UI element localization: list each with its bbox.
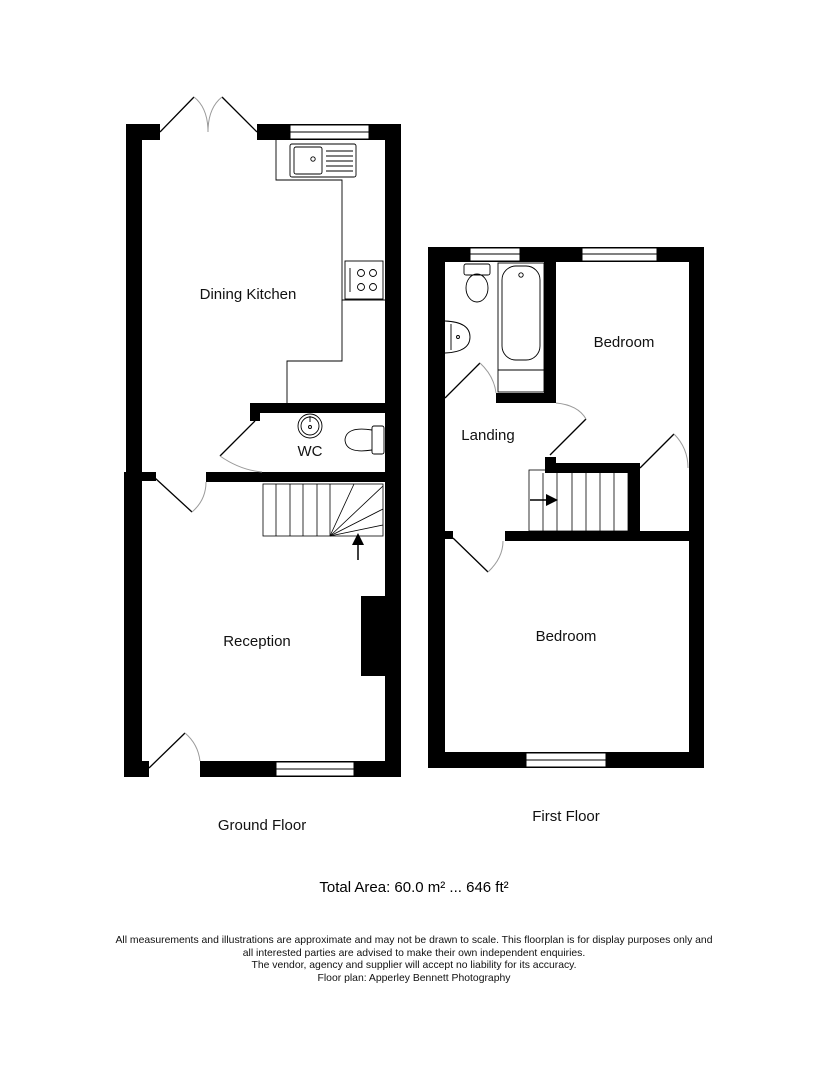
ground-floor-plan (124, 96, 401, 777)
hob-icon (344, 260, 384, 300)
room-label-bedroom-1: Bedroom (593, 334, 655, 351)
reception-door-icon (154, 477, 207, 513)
ground-floor-stairs (262, 483, 384, 537)
toilet-icon (463, 263, 491, 303)
floor-label-ground: Ground Floor (217, 817, 307, 834)
cupboard-door-icon (639, 433, 689, 469)
disclaimer-line-2: all interested parties are advised to ma… (242, 947, 586, 959)
stairs-down-arrow-icon (530, 494, 558, 506)
kitchen-sink-icon (289, 143, 357, 178)
total-area: Total Area: 60.0 m² ... 646 ft² (319, 879, 509, 896)
first-floor-plan (428, 247, 704, 768)
stairs-up-arrow-icon (352, 533, 364, 560)
room-label-bedroom-2: Bedroom (535, 628, 597, 645)
wc-basin-icon (297, 413, 323, 439)
first-floor-windows (469, 247, 658, 768)
bathroom-basin-icon (444, 320, 471, 354)
bedroom-1-door-icon (549, 402, 587, 456)
floor-label-first: First Floor (532, 808, 600, 825)
front-door-icon (148, 732, 201, 769)
french-doors-icon (159, 96, 258, 133)
ground-floor-windows (275, 124, 370, 777)
disclaimer-line-3: The vendor, agency and supplier will acc… (251, 960, 577, 971)
bathroom-door-icon (444, 362, 497, 399)
room-label-landing: Landing (461, 427, 515, 444)
room-label-wc: WC (297, 443, 323, 460)
first-floor-stairs (528, 469, 629, 532)
disclaimer-line-1: All measurements and illustrations are a… (115, 935, 713, 946)
disclaimer-credit: Floor plan: Apperley Bennett Photography (317, 972, 511, 984)
disclaimer: All measurements and illustrations are a… (0, 935, 828, 985)
bedroom-2-door-icon (452, 537, 504, 573)
wc-door-icon (219, 420, 263, 473)
kitchen-worktop (275, 140, 385, 403)
first-floor-walls (428, 247, 704, 768)
room-label-dining-kitchen: Dining Kitchen (199, 286, 297, 303)
bath-icon (497, 262, 545, 393)
room-label-reception: Reception (223, 633, 291, 650)
toilet-icon (344, 425, 385, 455)
